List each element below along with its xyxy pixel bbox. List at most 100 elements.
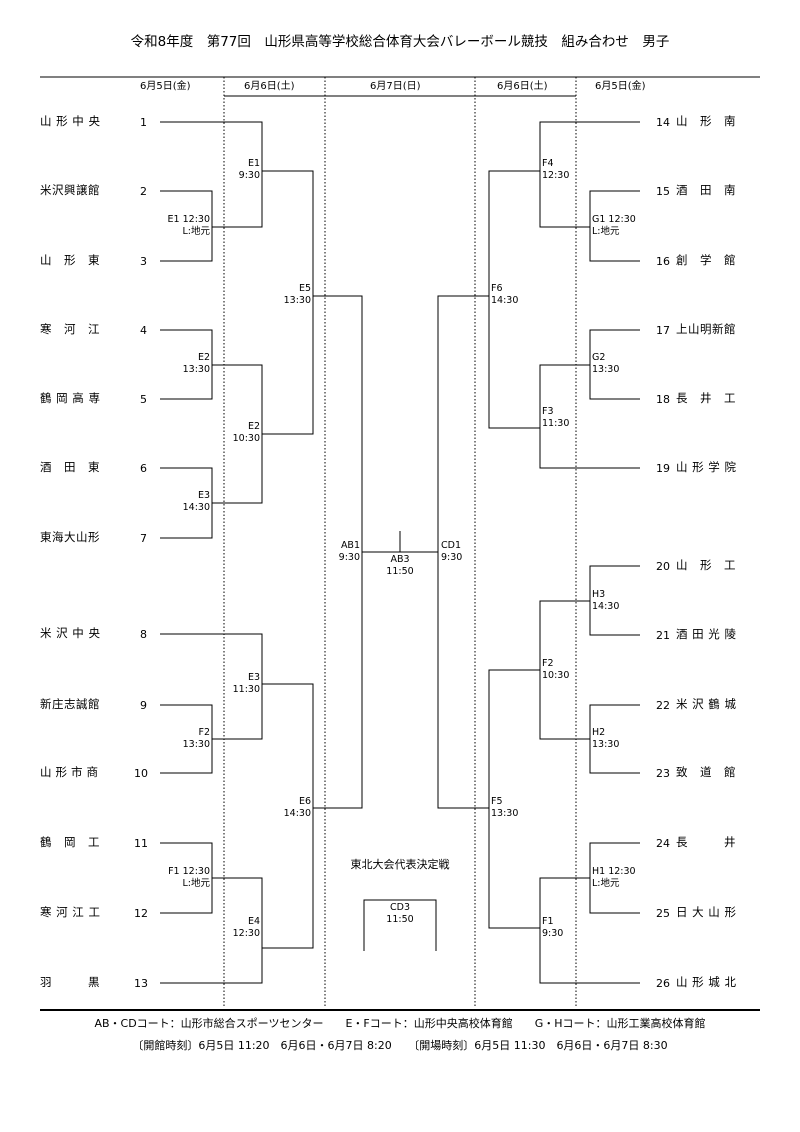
team-name: 日 大 山 形 xyxy=(676,905,737,919)
team-number: 24 xyxy=(656,837,670,850)
day-header-right-1: 6月5日(金) xyxy=(595,81,646,92)
day-header-right-2: 6月6日(土) xyxy=(497,81,548,92)
team-number: 1 xyxy=(140,116,147,129)
team-number: 15 xyxy=(656,185,670,198)
team-name: 山 形 工 xyxy=(676,558,736,572)
right-f4-to-f6 xyxy=(488,170,540,429)
team-name: 東海大山形 xyxy=(40,530,100,544)
team-name: 鶴 岡 工 xyxy=(40,835,100,849)
team-name: 創 学 館 xyxy=(676,253,736,267)
team-name: 山 形 東 xyxy=(40,253,100,267)
team-number: 17 xyxy=(656,324,670,337)
team-number: 6 xyxy=(140,462,147,475)
opening-times-note: 〔開館時刻〕6月5日 11:20 6月6日・6月7日 8:20 〔開場時刻〕6月… xyxy=(132,1039,668,1052)
team-name: 寒 河 江 工 xyxy=(40,905,101,919)
team-number: 2 xyxy=(140,185,147,198)
team-name: 致 道 館 xyxy=(676,765,736,779)
team-number: 10 xyxy=(134,767,148,780)
right-f2-to-f5 xyxy=(488,669,540,929)
left-e3-to-e6 xyxy=(262,683,314,949)
team-name: 山 形 城 北 xyxy=(676,975,737,989)
left-f1-13 xyxy=(160,877,263,984)
team-name: 新庄志誠館 xyxy=(40,697,100,711)
team-number: 12 xyxy=(134,907,148,920)
team-number: 13 xyxy=(134,977,148,990)
team-number: 20 xyxy=(656,560,670,573)
team-name: 鶴 岡 高 専 xyxy=(40,391,101,405)
team-name: 山 形 学 院 xyxy=(676,460,737,474)
team-number: 25 xyxy=(656,907,670,920)
day-header-left-2: 6月6日(土) xyxy=(244,81,295,92)
left-line-2-3 xyxy=(160,190,213,262)
team-name: 米 沢 鶴 城 xyxy=(676,697,737,711)
team-name: 長 井 工 xyxy=(676,391,736,405)
left-line-8-f2 xyxy=(160,633,263,740)
day-header-center: 6月7日(日) xyxy=(370,81,421,92)
team-number: 26 xyxy=(656,977,670,990)
team-number: 16 xyxy=(656,255,670,268)
right-line-22-23 xyxy=(589,704,640,774)
team-number: 8 xyxy=(140,628,147,641)
team-name: 山形市商 xyxy=(40,765,102,779)
team-number: 9 xyxy=(140,699,147,712)
cd3-bracket xyxy=(363,899,437,951)
team-number: 18 xyxy=(656,393,670,406)
team-number: 3 xyxy=(140,255,147,268)
page-title: 令和8年度 第77回 山形県高等学校総合体育大会バレーボール競技 組み合わせ 男… xyxy=(130,34,670,50)
team-number: 19 xyxy=(656,462,670,475)
team-name: 長 井 xyxy=(676,835,736,849)
left-e2-e3 xyxy=(212,364,263,504)
team-number: 14 xyxy=(656,116,670,129)
team-name: 羽 黒 xyxy=(40,975,100,989)
team-number: 23 xyxy=(656,767,670,780)
venue-note: AB・CDコート：山形市総合スポーツセンター E・Fコート：山形中央高校体育館 … xyxy=(94,1017,706,1030)
team-name: 上山明新館 xyxy=(676,322,736,336)
left-line-1 xyxy=(160,121,263,228)
team-number: 5 xyxy=(140,393,147,406)
right-g2-19 xyxy=(539,364,640,469)
team-number: 22 xyxy=(656,699,670,712)
team-name: 山 形 中 央 xyxy=(40,114,101,128)
team-name: 酒 田 光 陵 xyxy=(676,627,737,641)
right-line-15-16 xyxy=(589,190,640,262)
team-name: 米沢興譲館 xyxy=(40,183,100,197)
day-header-left-1: 6月5日(金) xyxy=(140,81,191,92)
team-name: 寒 河 江 xyxy=(40,322,100,336)
team-name: 山 形 南 xyxy=(676,114,736,128)
right-line-14 xyxy=(539,121,640,228)
team-number: 4 xyxy=(140,324,147,337)
team-name: 米 沢 中 央 xyxy=(40,626,101,640)
team-number: 7 xyxy=(140,532,147,545)
team-name: 酒 田 東 xyxy=(40,460,100,474)
left-e1-to-e5 xyxy=(262,170,314,435)
team-number: 21 xyxy=(656,629,670,642)
team-number: 11 xyxy=(134,837,148,850)
